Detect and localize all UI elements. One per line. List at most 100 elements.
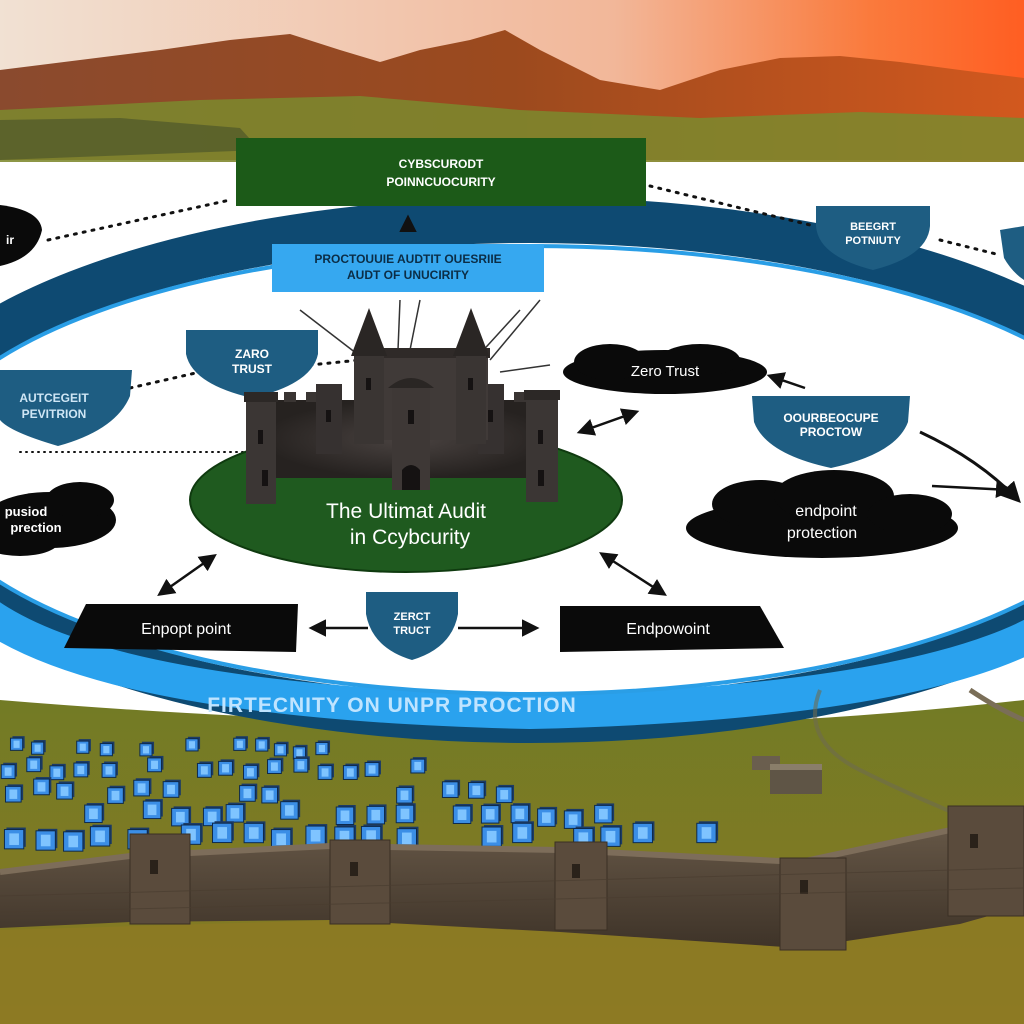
server-cube [396, 826, 419, 849]
cloud-endpoint-line2: protection [787, 525, 857, 542]
server-cube [239, 783, 258, 802]
arrow-right-straight [931, 480, 1014, 499]
connector-top-right [648, 184, 812, 227]
server-cube [233, 736, 248, 751]
server-cube [452, 803, 473, 824]
shield-top-right-line1: BEEGRT [850, 221, 896, 233]
server-cube [107, 785, 126, 804]
server-cube [26, 755, 43, 773]
arrow-left-diagonal [157, 553, 217, 597]
server-cube [89, 824, 112, 847]
server-cube [366, 804, 387, 825]
spoke-2 [397, 299, 401, 351]
left-edge-text: ir [6, 233, 14, 247]
black-box-right-text: Endpowoint [626, 621, 710, 638]
stone-wall [0, 805, 1024, 951]
server-cube [101, 761, 118, 778]
server-cube [171, 806, 192, 827]
shield-right-line1: OOURBEOCUPE [783, 411, 878, 425]
server-cube [441, 779, 461, 798]
server-cube [0, 762, 18, 780]
ring-text: FIRTECNITY ON UNPR PROCTION [207, 694, 577, 717]
town [0, 118, 260, 160]
server-cube [292, 744, 308, 760]
connector-top-left [46, 198, 232, 242]
shield-bottom-line2: TRUCT [393, 625, 431, 637]
server-cube [510, 803, 531, 824]
castle-icon [244, 308, 560, 504]
cloud-endpoint: endpoint protection [686, 470, 958, 558]
black-box-left-text: Enpopt point [141, 621, 231, 638]
server-cube [9, 736, 25, 751]
server-cube [594, 803, 615, 824]
shield-bottom-line1: ZERCT [394, 611, 431, 623]
server-cube [31, 740, 46, 755]
server-cube [56, 781, 75, 800]
server-cube [261, 785, 280, 804]
server-cube [218, 759, 235, 776]
server-cube [632, 821, 655, 844]
shield-zero-trust-left-line1: ZARO [235, 347, 269, 361]
connector-zero-trust [308, 358, 362, 367]
blue-label-line2: AUDT OF UNUCIRITY [347, 268, 469, 282]
cloud-zero-trust-text: Zero Trust [631, 363, 700, 380]
server-cube [342, 763, 360, 780]
server-cube [480, 803, 501, 824]
server-cube [35, 828, 58, 851]
server-cube [315, 740, 331, 756]
center-title-line1: The Ultimat Audit [326, 500, 486, 523]
top-green-box [236, 138, 646, 206]
server-cube [273, 741, 289, 757]
server-cube [3, 827, 26, 850]
server-cube [243, 763, 260, 780]
shield-left: AUTCEGEIT PEVITRION [0, 370, 132, 446]
right-edge-shield [1000, 226, 1024, 280]
server-cube [317, 763, 334, 780]
server-cube [133, 778, 152, 797]
server-cube [563, 808, 584, 829]
server-cube [185, 736, 201, 752]
server-cube [293, 756, 310, 773]
shield-left-line2: PEVITRION [22, 407, 87, 421]
spoke-4 [489, 299, 541, 361]
server-cube [495, 784, 515, 804]
arrow-zero-trust-right [766, 372, 806, 390]
shield-right: OOURBEOCUPE PROCTOW [752, 396, 910, 468]
server-cube [481, 825, 504, 847]
server-cube [4, 784, 24, 803]
spoke-3 [409, 299, 421, 351]
connector-lines [19, 184, 1002, 453]
blue-label-line1: PROCTOUUIE AUDTIT OUESRIIE [314, 252, 501, 266]
server-cube [410, 757, 427, 774]
server-cube [512, 821, 534, 844]
server-cube [395, 803, 416, 824]
shield-zero-trust-left-line2: TRUST [232, 362, 273, 376]
connector-left-shield [128, 370, 202, 390]
shield-left-line1: AUTCEGEIT [19, 391, 89, 405]
server-cube [255, 736, 270, 752]
server-cube [49, 763, 66, 781]
center-title-line2: in Ccybcurity [350, 526, 471, 549]
shield-zero-trust-left: ZARO TRUST [186, 330, 318, 398]
server-cube [537, 806, 558, 827]
server-cube [396, 785, 415, 804]
arrow-mid-right [576, 408, 640, 436]
left-edge-shape [0, 205, 42, 266]
cloud-zero-trust: Zero Trust [563, 344, 767, 394]
cloud-endpoint-line1: endpoint [795, 503, 857, 520]
top-box-line1: CYBSCURODT [399, 157, 484, 171]
server-cube [267, 757, 284, 774]
server-cube [270, 827, 293, 850]
server-cube [33, 777, 52, 796]
server-cube [84, 803, 105, 824]
top-box-line2: POINNCUOCURITY [386, 175, 495, 189]
server-cube [364, 760, 381, 777]
server-cube [212, 821, 234, 844]
server-cube [600, 825, 623, 847]
arrow-right-diagonal [599, 552, 667, 596]
black-box-right: Endpowoint [560, 606, 784, 652]
server-cube [142, 799, 163, 820]
connector-right-shield [938, 238, 1002, 257]
